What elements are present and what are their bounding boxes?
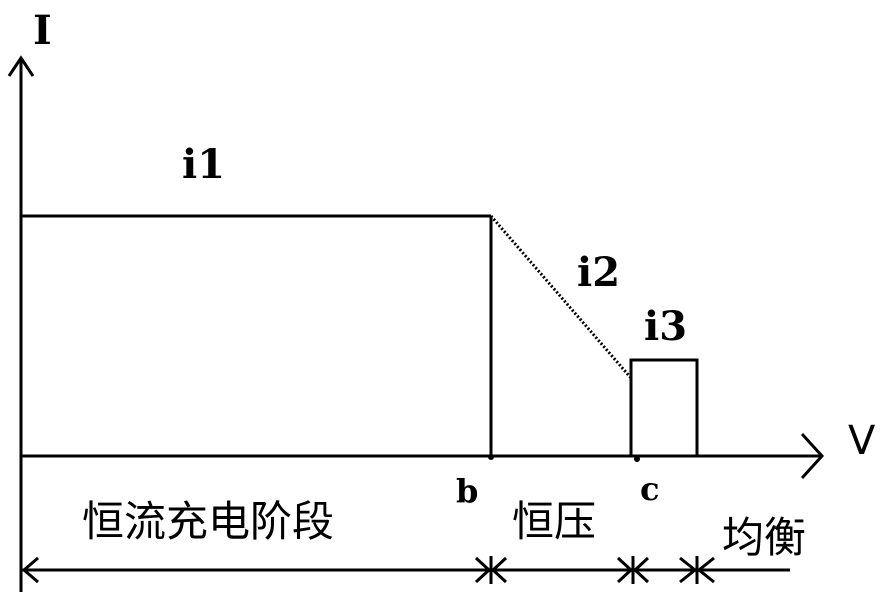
i3-pulse [629, 358, 699, 456]
current-curve [21, 214, 699, 456]
i2-segment [489, 215, 633, 379]
i2-label: i2 [577, 249, 620, 296]
stage-span-end-arrow-left-icon [679, 556, 698, 584]
point-c-label: c [640, 470, 659, 508]
stage-span-c-arrow-right-icon [632, 556, 650, 584]
stage-span-b-arrow-right-icon [490, 556, 508, 584]
point-b-marker [488, 454, 494, 460]
stage-span-left-arrow-icon [21, 556, 39, 584]
x-axis [21, 432, 825, 480]
y-axis-label: I [33, 7, 52, 54]
point-b-label: b [456, 472, 478, 510]
stage-span-end-arrow-right-icon [696, 556, 715, 584]
stage-span-b-arrow-left-icon [474, 556, 492, 584]
y-axis-arrow-icon [7, 55, 35, 77]
stage-label-constant-current: 恒流充电阶段 [82, 497, 334, 546]
i1-label: i1 [182, 141, 225, 188]
i3-label: i3 [644, 303, 687, 350]
stage-label-balance: 均衡 [722, 513, 806, 562]
x-axis-arrow-icon [800, 432, 825, 480]
point-c-marker [634, 456, 640, 462]
y-axis [7, 55, 35, 592]
stage-span-c-arrow-left-icon [616, 556, 634, 584]
stage-label-constant-voltage: 恒压 [512, 497, 596, 546]
stage-span-line [21, 556, 790, 584]
x-axis-label: V [848, 418, 876, 464]
